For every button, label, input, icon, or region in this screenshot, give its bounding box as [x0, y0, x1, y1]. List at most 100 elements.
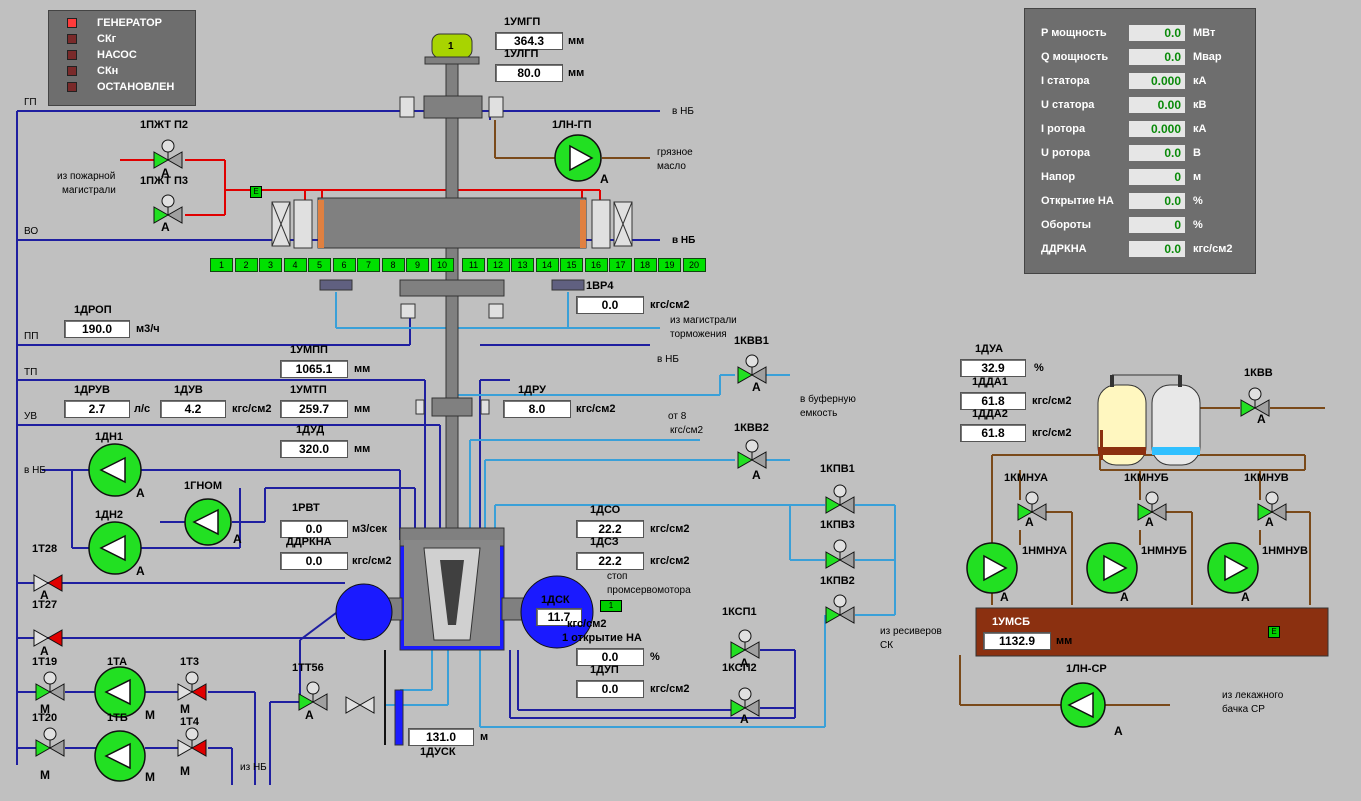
- t3-label: 1Т3: [180, 656, 199, 668]
- ksp2-label: 1КСП2: [722, 662, 757, 674]
- lngp-label: 1ЛН-ГП: [552, 119, 592, 131]
- param-label: P мощность: [1041, 27, 1107, 39]
- dn1-label: 1ДН1: [95, 431, 124, 443]
- bearing-sensor-cell[interactable]: 1: [210, 258, 233, 272]
- leak-tank-label: бачка СР: [1222, 704, 1265, 715]
- bearing-sensor-cell[interactable]: 17: [609, 258, 632, 272]
- kvv1-label: 1КВВ1: [734, 335, 769, 347]
- kvv2-label: 1КВВ2: [734, 422, 769, 434]
- ksp1-drive: А: [740, 656, 749, 670]
- param-unit: кгс/см2: [1193, 243, 1233, 255]
- rvt-label: 1РВТ: [292, 502, 320, 514]
- gate-valve-icon[interactable]: [33, 629, 63, 647]
- gate-valve-icon[interactable]: [177, 671, 207, 701]
- gate-valve-icon[interactable]: [730, 629, 760, 659]
- dud-unit: мм: [354, 443, 371, 455]
- gate-valve-icon[interactable]: [1240, 387, 1270, 417]
- gate-valve-icon[interactable]: [298, 681, 328, 711]
- spiral-mode-indicator[interactable]: 1: [600, 600, 622, 612]
- bearing-sensor-cell[interactable]: 16: [584, 258, 608, 272]
- gate-valve-icon[interactable]: [730, 687, 760, 717]
- dsz-label: 1ДСЗ: [590, 536, 619, 548]
- bearing-sensor-cell[interactable]: 11: [462, 258, 485, 272]
- gate-valve-icon[interactable]: [825, 594, 855, 624]
- dda2-unit: кгс/см2: [1032, 427, 1072, 439]
- gate-valve-icon[interactable]: [825, 484, 855, 514]
- nmnub-label: 1НМНУБ: [1141, 545, 1187, 557]
- gate-valve-icon[interactable]: [1257, 491, 1287, 521]
- status-label: ГЕНЕРАТОР: [97, 17, 162, 29]
- gate-valve-icon[interactable]: [35, 671, 65, 701]
- bearing-sensor-cell[interactable]: 4: [283, 258, 307, 272]
- kmnuv-drive: А: [1265, 515, 1274, 529]
- param-label: I статора: [1041, 75, 1090, 87]
- dirty-oil-label: грязное: [657, 147, 693, 158]
- bearing-sensor-cell[interactable]: 20: [682, 258, 706, 272]
- mode-status-panel: ГЕНЕРАТОР СКг НАСОС СКн ОСТАНОВЛЕН: [48, 10, 196, 106]
- gate-valve-icon[interactable]: [33, 574, 63, 592]
- ddrkna-unit: кгс/см2: [352, 555, 392, 567]
- gate-valve-icon[interactable]: [1017, 491, 1047, 521]
- to-nb-label: в НБ: [24, 465, 46, 476]
- dsk-unit: кгс/см2: [567, 618, 607, 630]
- param-value: 0.0: [1129, 25, 1185, 41]
- dup-unit: кгс/см2: [650, 683, 690, 695]
- param-label: Q мощность: [1041, 51, 1109, 63]
- rvt-unit: м3/сек: [352, 523, 388, 535]
- status-label: НАСОС: [97, 49, 137, 61]
- dud-value: 320.0: [280, 440, 348, 458]
- nmnuv-drive: А: [1241, 590, 1250, 604]
- bearing-sensor-cell[interactable]: 15: [560, 258, 583, 272]
- umsb-label: 1УМСБ: [992, 616, 1030, 628]
- t20-label: 1Т20: [32, 712, 58, 724]
- gate-valve-icon[interactable]: [1137, 491, 1167, 521]
- line-label-vo: ВО: [24, 226, 39, 237]
- gate-valve-icon[interactable]: [177, 727, 207, 757]
- gate-valve-icon[interactable]: [737, 439, 767, 469]
- line-label-gp: ГП: [24, 97, 37, 108]
- status-led-icon: [67, 82, 77, 92]
- bearing-sensor-cell[interactable]: 2: [234, 258, 258, 272]
- fire-mode-indicator[interactable]: Е: [250, 186, 262, 198]
- bearing-sensor-cell[interactable]: 14: [535, 258, 559, 272]
- from8-unit: кгс/см2: [670, 425, 704, 436]
- kpv1-label: 1КПВ1: [820, 463, 855, 475]
- servo-label: промсервомотора: [607, 585, 691, 596]
- dda1-label: 1ДДА1: [972, 376, 1008, 388]
- bearing-sensor-cell[interactable]: 5: [308, 258, 331, 272]
- param-label: ДДРКНА: [1041, 243, 1087, 255]
- gate-valve-icon[interactable]: [737, 354, 767, 384]
- umtp-label: 1УМТП: [290, 384, 327, 396]
- sump-mode-indicator[interactable]: Е: [1268, 626, 1280, 638]
- otkr-na-unit: %: [650, 651, 660, 663]
- fire-main-label: магистрали: [62, 185, 116, 196]
- dso-label: 1ДСО: [590, 504, 621, 516]
- gate-valve-icon[interactable]: [153, 139, 183, 169]
- gate-valve-icon[interactable]: [153, 194, 183, 224]
- bearing-sensor-cell[interactable]: 13: [511, 258, 534, 272]
- umgp-label: 1УМГП: [504, 16, 541, 28]
- t28-label: 1Т28: [32, 543, 58, 555]
- gate-valve-icon[interactable]: [825, 539, 855, 569]
- gate-valve-icon[interactable]: [35, 727, 65, 757]
- bearing-sensor-cell[interactable]: 9: [406, 258, 429, 272]
- bearing-sensor-cell[interactable]: 12: [486, 258, 510, 272]
- t3-drive: М: [180, 702, 190, 716]
- fire-main-label: из пожарной: [57, 171, 116, 182]
- vr4-unit: кгс/см2: [650, 299, 690, 311]
- duv-unit: кгс/см2: [232, 403, 272, 415]
- bearing-sensor-cell[interactable]: 10: [430, 258, 454, 272]
- bearing-sensor-cell[interactable]: 19: [658, 258, 681, 272]
- bearing-sensor-cell[interactable]: 6: [332, 258, 356, 272]
- umpp-value: 1065.1: [280, 360, 348, 378]
- ulgp-value: 80.0: [495, 64, 563, 82]
- bearing-sensor-cell[interactable]: 8: [381, 258, 405, 272]
- gate-valve-icon[interactable]: [345, 696, 375, 714]
- bearing-sensor-cell[interactable]: 3: [259, 258, 282, 272]
- bearing-sensor-cell[interactable]: 18: [633, 258, 657, 272]
- param-value: 0.000: [1129, 121, 1185, 137]
- bearing-sensor-cell[interactable]: 7: [357, 258, 380, 272]
